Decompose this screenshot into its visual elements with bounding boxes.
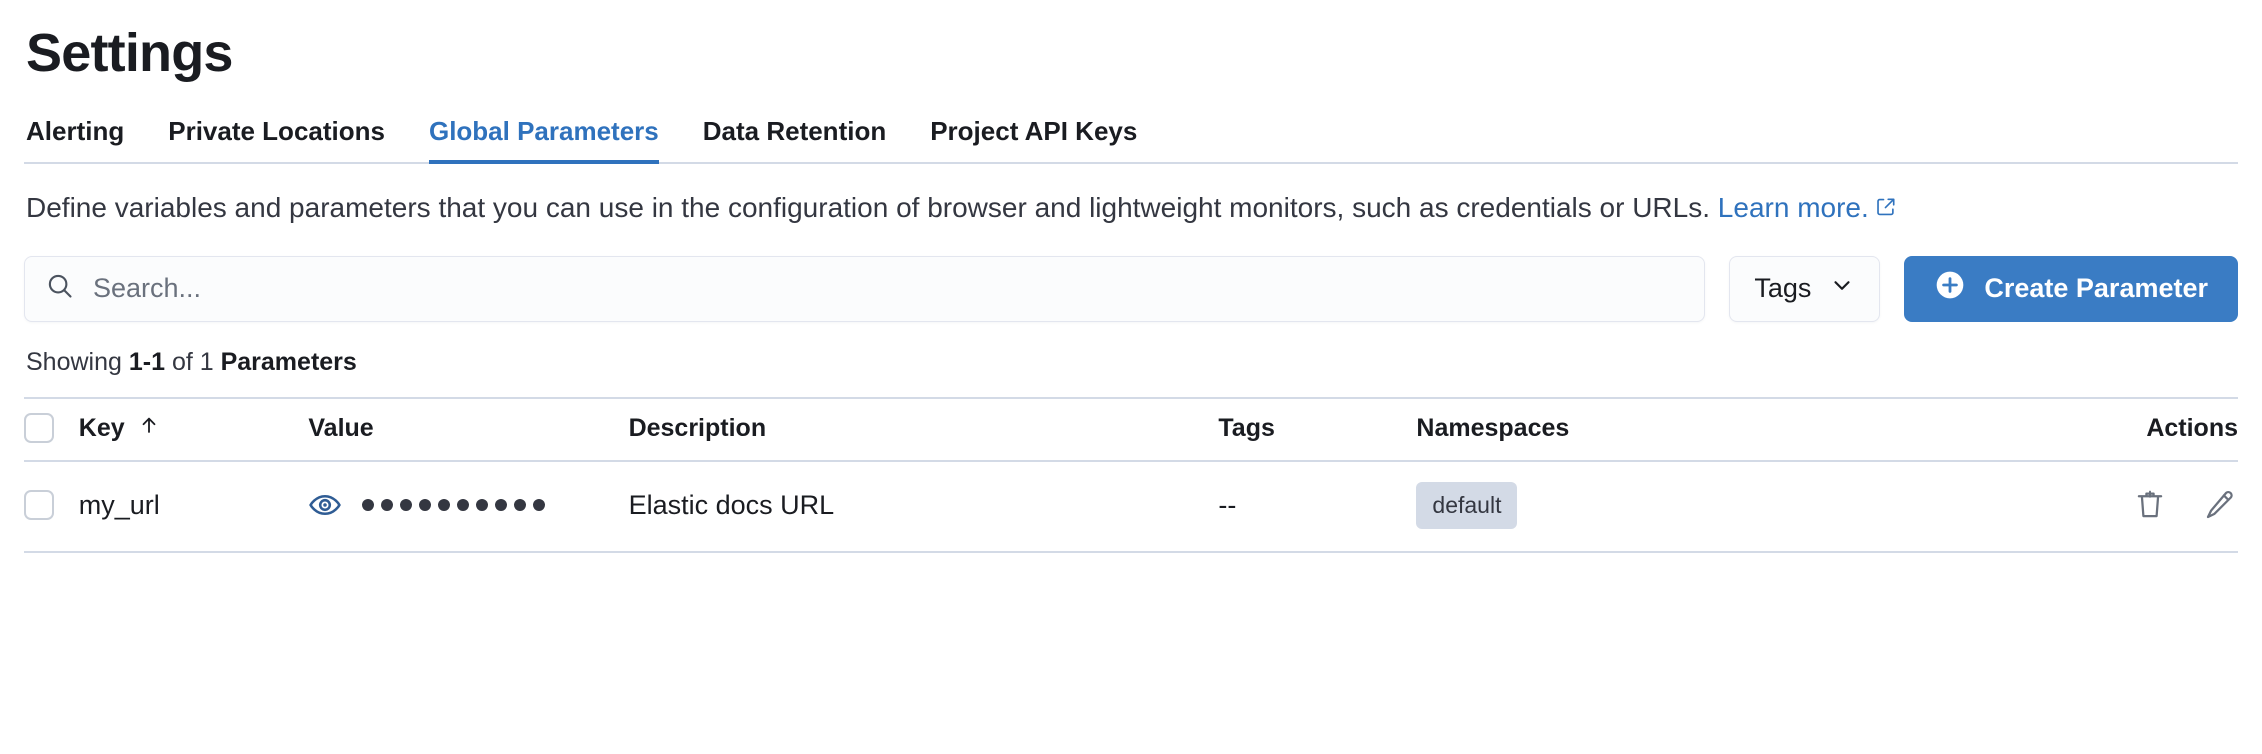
plus-circle-icon <box>1934 269 1966 308</box>
controls-row: Search... Tags Create Parameter <box>24 255 2238 322</box>
tab-label: Private Locations <box>168 116 385 146</box>
row-actions <box>2048 487 2238 523</box>
cell-select <box>24 460 79 553</box>
tab-label: Data Retention <box>702 116 887 146</box>
tab-global-parameters[interactable]: Global Parameters <box>407 116 681 164</box>
th-value: Value <box>308 396 629 462</box>
tab-project-api-keys[interactable]: Project API Keys <box>908 118 1159 162</box>
page-description: Define variables and parameters that you… <box>24 190 2206 228</box>
showing-entity: Parameters <box>220 347 357 376</box>
value-mask-dots <box>362 499 546 512</box>
tags-filter-button[interactable]: Tags <box>1729 255 1881 322</box>
page-title: Settings <box>26 23 233 83</box>
cell-description: Elastic docs URL <box>628 460 1219 553</box>
th-namespaces: Namespaces <box>1416 396 2049 462</box>
tab-alerting[interactable]: Alerting <box>26 118 146 162</box>
create-parameter-label: Create Parameter <box>1984 273 2208 304</box>
chevron-down-icon <box>1829 272 1855 305</box>
arrow-up-icon <box>137 413 161 444</box>
search-icon <box>45 271 75 306</box>
namespace-badge: default <box>1416 481 1518 529</box>
eye-icon[interactable] <box>308 488 342 522</box>
th-key[interactable]: Key <box>78 396 309 462</box>
cell-key: my_url <box>78 460 309 553</box>
tab-private-locations[interactable]: Private Locations <box>146 118 407 162</box>
tab-data-retention[interactable]: Data Retention <box>681 118 908 162</box>
sort-by-key[interactable]: Key <box>79 413 161 444</box>
cell-tags: -- <box>1218 460 1417 553</box>
external-link-icon <box>1875 191 1897 228</box>
learn-more-label: Learn more. <box>1717 192 1869 223</box>
cell-actions <box>2048 460 2238 553</box>
table-row: my_url <box>24 460 2238 553</box>
results-count: Showing 1-1 of 1 Parameters <box>24 347 2238 376</box>
settings-tabs: Alerting Private Locations Global Parame… <box>24 118 2238 164</box>
tab-label: Alerting <box>26 116 125 146</box>
tab-label: Project API Keys <box>930 116 1138 146</box>
trash-icon[interactable] <box>2132 487 2168 523</box>
tab-label: Global Parameters <box>428 116 659 146</box>
cell-namespaces: default <box>1416 460 2049 553</box>
learn-more-link[interactable]: Learn more. <box>1718 192 1869 223</box>
search-placeholder: Search... <box>93 273 202 304</box>
th-key-label: Key <box>78 413 125 442</box>
create-parameter-button[interactable]: Create Parameter <box>1904 255 2238 322</box>
showing-range: 1-1 <box>128 347 165 376</box>
cell-value <box>308 460 629 553</box>
showing-prefix: Showing <box>26 347 129 376</box>
pencil-icon[interactable] <box>2202 487 2238 523</box>
th-select-all <box>24 396 79 462</box>
tags-filter-label: Tags <box>1754 273 1812 304</box>
select-all-checkbox[interactable] <box>24 413 54 444</box>
description-text: Define variables and parameters that you… <box>26 192 1718 223</box>
showing-of: of 1 <box>165 347 221 376</box>
masked-value <box>308 488 628 522</box>
parameters-table: Key Value Description Tags Namespaces Ac… <box>24 396 2238 553</box>
row-select-checkbox[interactable] <box>24 490 54 521</box>
th-actions: Actions <box>2048 396 2238 462</box>
th-tags: Tags <box>1218 396 1417 462</box>
table-header-row: Key Value Description Tags Namespaces Ac… <box>24 396 2238 462</box>
th-description: Description <box>628 396 1219 462</box>
search-input[interactable]: Search... <box>24 255 1706 322</box>
